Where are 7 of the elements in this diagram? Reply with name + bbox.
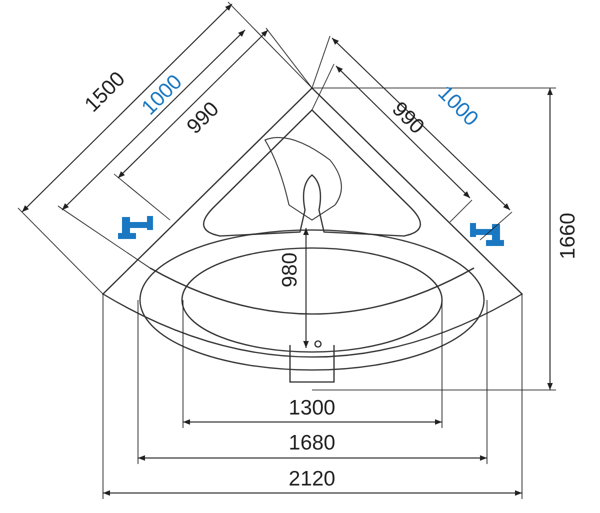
dimension-label: 980 <box>280 252 300 288</box>
dimension-label: 990 <box>183 98 223 138</box>
dimension-label: 1660 <box>558 212 578 260</box>
dimension-label: 990 <box>388 98 428 138</box>
dimension-label: 1300 <box>288 398 336 418</box>
dimension-label: 2120 <box>288 468 336 490</box>
dimension-label: 1680 <box>288 432 336 454</box>
